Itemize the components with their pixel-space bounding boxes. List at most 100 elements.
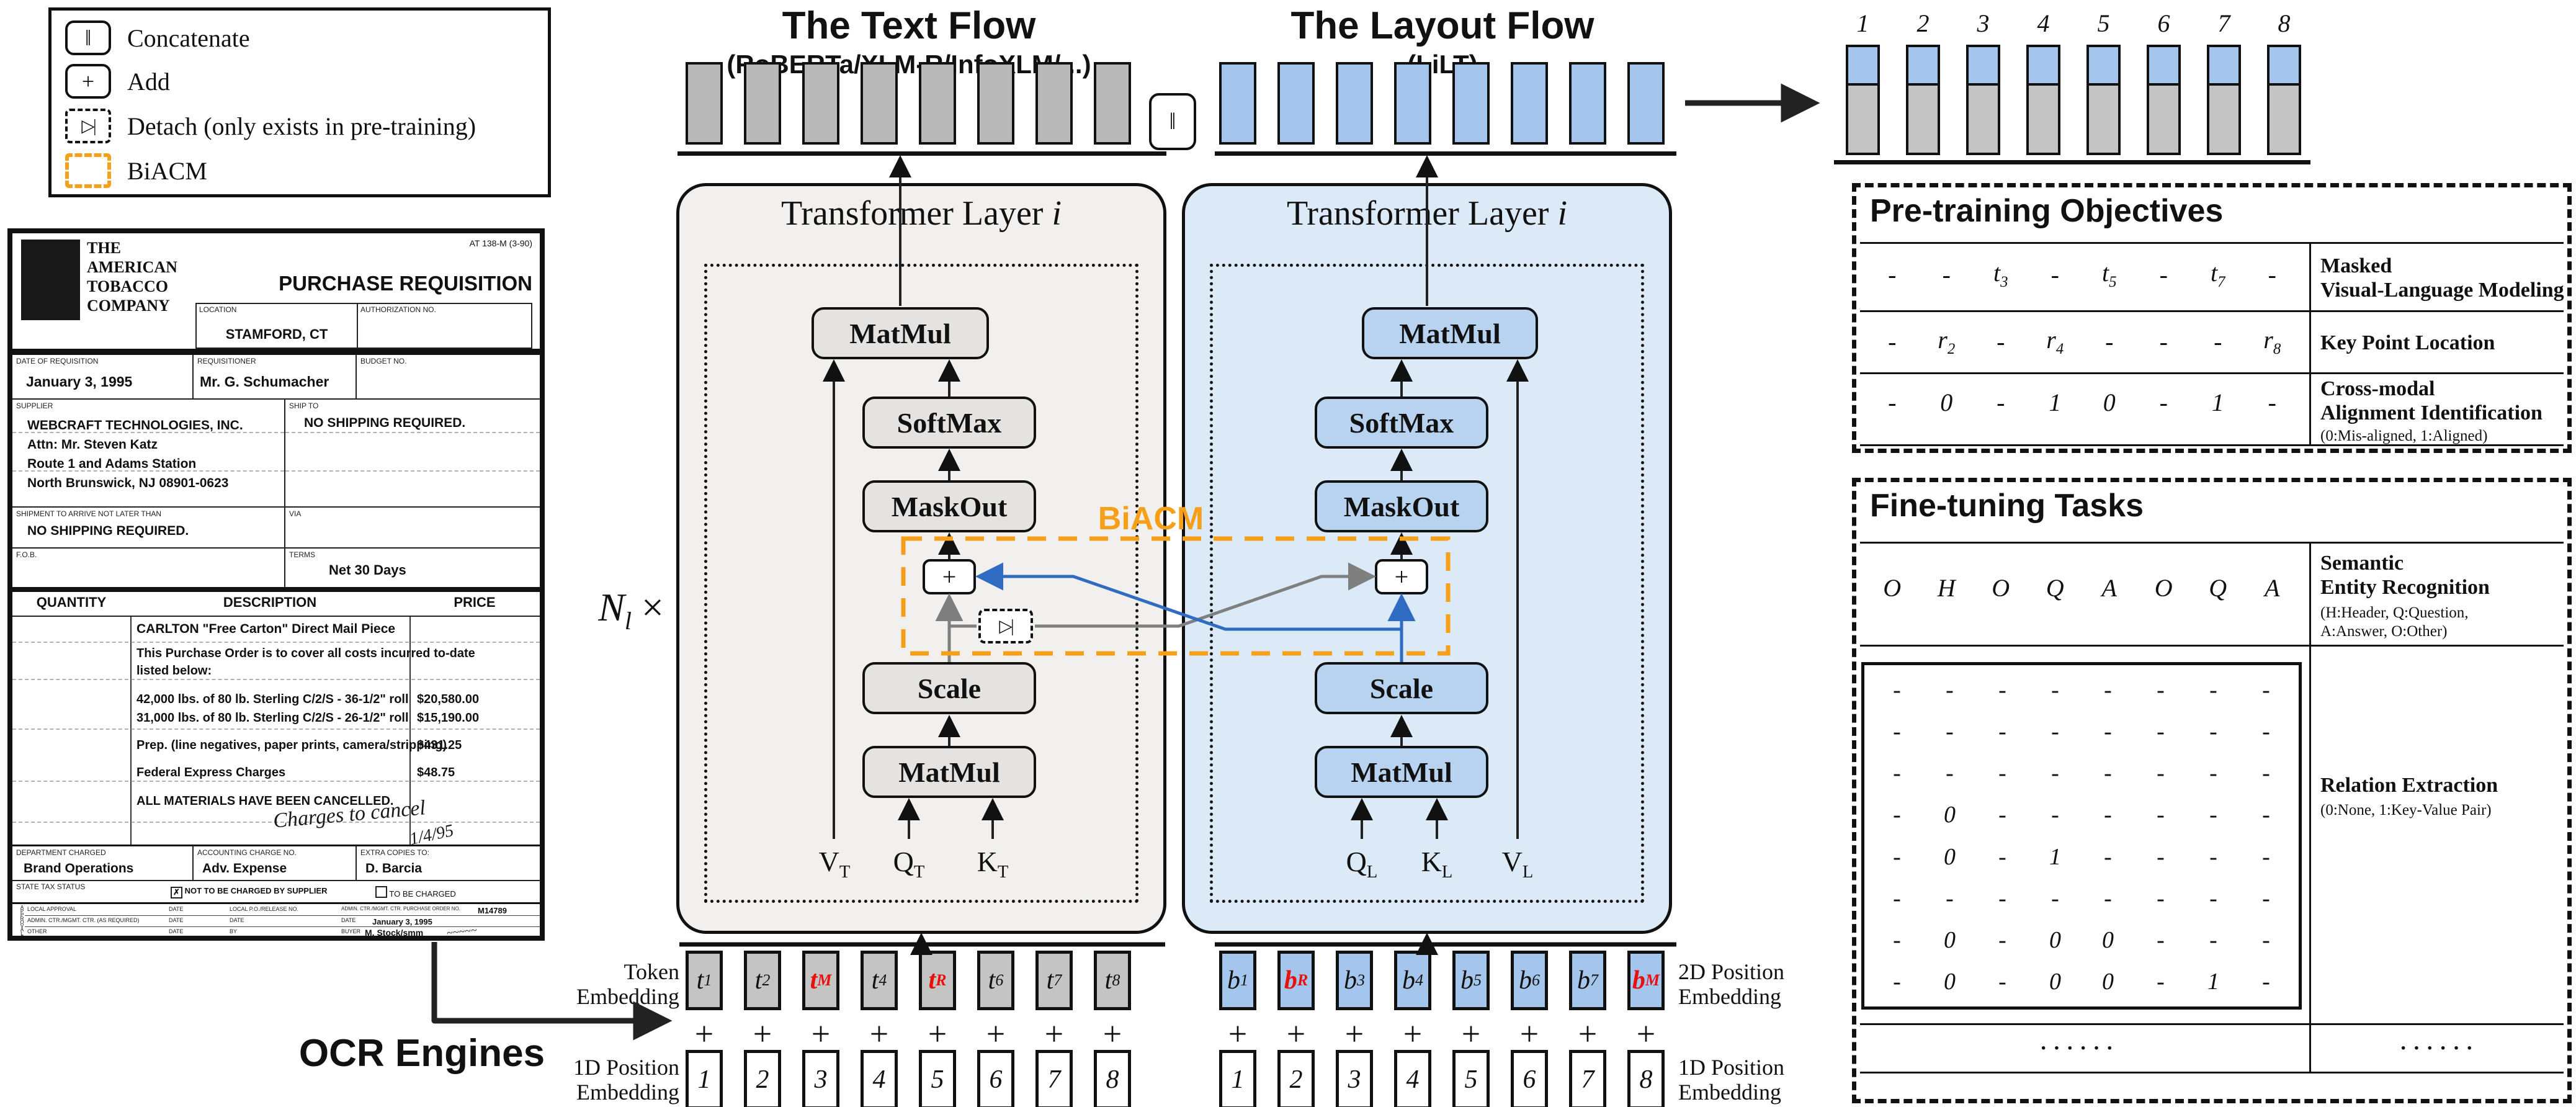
date-field: DATE OF REQUISITION January 3, 1995 bbox=[12, 355, 194, 398]
supplier-line: North Brunswick, NJ 08901-0623 bbox=[27, 476, 229, 490]
terms-value: Net 30 Days bbox=[329, 562, 406, 578]
ellipsis-left: ······ bbox=[2039, 1037, 2120, 1060]
cai-note: (0:Mis-aligned, 1:Aligned) bbox=[2320, 428, 2488, 444]
cell: - bbox=[2209, 802, 2217, 828]
hidden-state-bar bbox=[1627, 62, 1665, 145]
location-value: STAMFORD, CT bbox=[225, 326, 328, 342]
output-stack bbox=[2026, 45, 2060, 155]
legend-item-concatenate: ‖ Concatenate bbox=[65, 19, 250, 56]
hidden-state-bar bbox=[1035, 62, 1073, 145]
cell: - bbox=[1893, 843, 1901, 870]
matrix-row: -0-1---- bbox=[1871, 836, 2292, 877]
cell: r8 bbox=[2263, 325, 2281, 357]
legend-label: Concatenate bbox=[127, 24, 250, 52]
line-item-price: $20,580.00 bbox=[417, 692, 480, 706]
text-detach-node: ▷| bbox=[978, 609, 1033, 643]
biacm-icon bbox=[65, 153, 111, 188]
legend-item-biacm: BiACM bbox=[65, 152, 207, 189]
legend-box: ‖ Concatenate + Add ▷| Detach (only exis… bbox=[48, 7, 551, 197]
text-attention-dotted-box bbox=[704, 264, 1138, 903]
cell: - bbox=[2051, 676, 2059, 703]
po-number: M14789 bbox=[478, 906, 507, 915]
cancelled-note: ALL MATERIALS HAVE BEEN CANCELLED. bbox=[136, 794, 394, 808]
cell: - bbox=[2104, 760, 2112, 787]
hidden-state-bar bbox=[1094, 62, 1131, 145]
company-line: COMPANY bbox=[87, 297, 170, 315]
layer-title-text: Transformer Layer bbox=[1286, 194, 1558, 233]
hidden-state-bar bbox=[919, 62, 956, 145]
cell: r2 bbox=[1938, 325, 1956, 357]
approvals-section: APPROVALS LOCAL APPROVAL DATE LOCAL P.O.… bbox=[12, 902, 540, 939]
description-note: This Purchase Order is to cover all cost… bbox=[136, 647, 475, 660]
cell: + bbox=[928, 1015, 947, 1052]
cell: - bbox=[1893, 718, 1901, 745]
date-label: DATE OF REQUISITION bbox=[16, 357, 99, 365]
layout-underline bbox=[1215, 151, 1676, 156]
price-header: PRICE bbox=[454, 594, 496, 610]
cell: - bbox=[1998, 718, 2006, 745]
matrix-row: -------- bbox=[1871, 877, 2292, 919]
matrix-row: -------- bbox=[1871, 669, 2292, 710]
cell: - bbox=[2262, 760, 2270, 787]
cell: 8 bbox=[1627, 1050, 1665, 1107]
cell: + bbox=[1461, 1015, 1481, 1052]
arrive-value: NO SHIPPING REQUIRED. bbox=[27, 524, 189, 538]
budget-field: BUDGET NO. bbox=[357, 355, 540, 398]
approvals-vertical-label: APPROVALS bbox=[19, 905, 25, 938]
cell: - bbox=[1888, 388, 1897, 416]
requisitioner-field: REQUISITIONER Mr. G. Schumacher bbox=[194, 355, 357, 398]
cell: - bbox=[1997, 327, 2005, 356]
cell: - bbox=[1998, 969, 2006, 995]
cell: t5 bbox=[2101, 258, 2117, 290]
cell: - bbox=[1893, 969, 1901, 995]
fob-field: F.O.B. bbox=[12, 547, 285, 587]
tax-status-row: STATE TAX STATUS ✗ NOT TO BE CHARGED BY … bbox=[12, 880, 540, 903]
approval-cell: ADMIN. CTR./MGMT. CTR. (AS REQUIRED) bbox=[27, 917, 140, 923]
divider-line bbox=[1860, 372, 2564, 374]
cell: O bbox=[2154, 573, 2173, 602]
buyer-value: M. Stock/smm bbox=[365, 928, 424, 938]
layout-scale: Scale bbox=[1315, 662, 1488, 714]
cell: 1 bbox=[2049, 388, 2062, 416]
company-line: AMERICAN bbox=[87, 258, 177, 276]
text-softmax: SoftMax bbox=[862, 397, 1036, 449]
divider-bar bbox=[12, 587, 540, 592]
cell: - bbox=[2104, 802, 2112, 828]
line-item-price: $431.25 bbox=[417, 738, 462, 752]
cell: 0 bbox=[1944, 927, 1956, 954]
cell: 5 bbox=[1452, 1050, 1490, 1107]
ocr-engines-label: OCR Engines bbox=[298, 1032, 545, 1075]
cell: - bbox=[2268, 260, 2276, 289]
layout-flow-title: The Layout Flow bbox=[1290, 4, 1594, 47]
cell: - bbox=[1942, 260, 1951, 289]
cell: A bbox=[2265, 573, 2280, 602]
cell: - bbox=[2105, 327, 2114, 356]
layout-flow-arrows bbox=[1351, 155, 1529, 955]
output-stack bbox=[1966, 45, 2000, 155]
cell: 6 bbox=[2157, 9, 2170, 37]
relation-matrix: -------------------------0-------0-1----… bbox=[1861, 662, 2302, 1010]
cell: - bbox=[1997, 388, 2005, 416]
text-flow-title: The Text Flow bbox=[782, 4, 1036, 47]
doc-title: PURCHASE REQUISITION bbox=[279, 272, 532, 295]
divider-line bbox=[1860, 444, 2564, 446]
cell: - bbox=[2157, 676, 2165, 703]
description-title: CARLTON "Free Carton" Direct Mail Piece bbox=[136, 622, 396, 636]
text-layer-title: Transformer Layer i bbox=[676, 194, 1166, 233]
approval-cell: DATE bbox=[341, 917, 356, 923]
